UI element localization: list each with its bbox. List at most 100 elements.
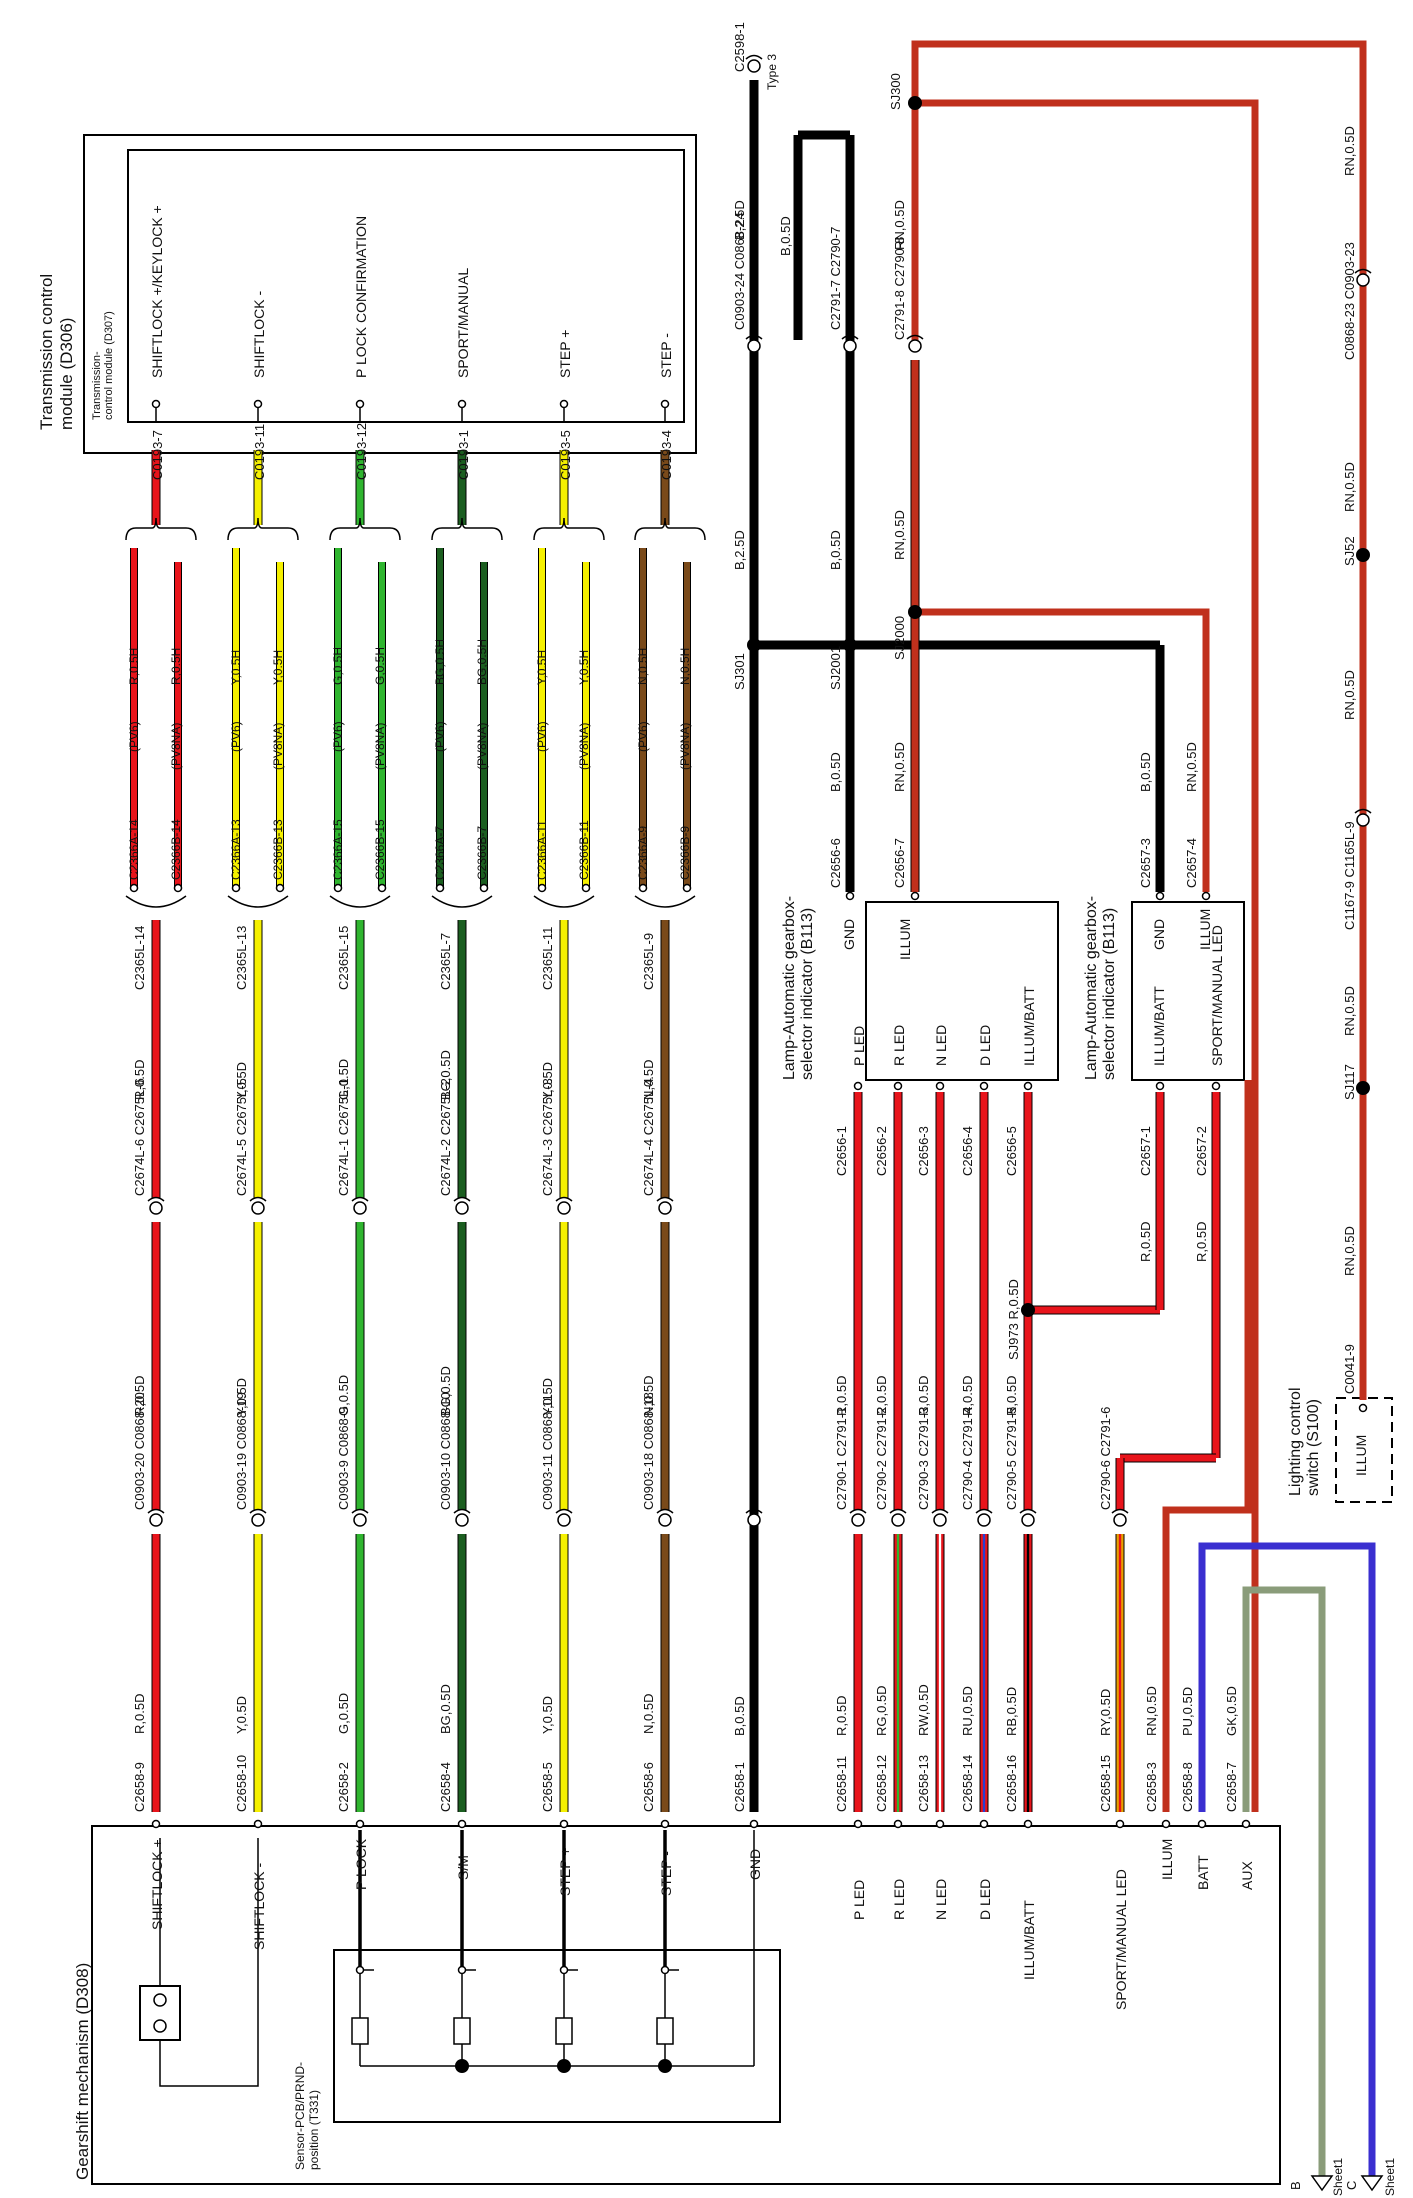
sj117-label: SJ117 [1342,1064,1357,1100]
signal-wire-1-merge [125,895,187,908]
solenoid-terminal [153,2019,167,2033]
signal-wire-6-merge [634,895,696,908]
signal-wire-1-c0903-label: C0903-20 C0868-20 [132,1392,147,1510]
gear-pin-label: BATT [1195,1855,1211,1890]
sj301-splice [747,638,761,652]
signal-wire-1-pv8-label: (PV8NA) [169,723,183,770]
signal-wire-6-c0903-label: C0903-18 C0868-18 [641,1392,656,1510]
lamp2-gnd-label: GND [1151,919,1167,950]
rn-trunk [911,40,1367,1400]
pin-terminal [1201,891,1211,901]
c2657-4-label: C2657-4 [1184,838,1199,888]
pin-terminal [333,883,343,893]
signal-wire-1-c2658-label: C2658-9 [132,1762,147,1812]
pin-terminal [1023,1819,1033,1829]
c2656-7-label: C2656-7 [892,838,907,888]
signal-wire-1-pv6-label: (PV6) [127,721,141,752]
signal-wire-3-c0903-label: C0903-9 C0868-9 [336,1407,351,1510]
led-wire-1-c2656-label: C2656-1 [834,1126,849,1176]
ground-inline-3 [843,339,857,353]
signal-wire-5-c2366b-label: C2366B-11 [577,820,591,880]
signal-wire-2-c0193-label: C0193-11 [252,424,267,480]
signal-wire-4-spec-1: BG,0.5D [438,1050,453,1100]
pin-terminal [275,883,285,893]
signal-wire-2-inline-1 [251,1201,265,1215]
sensor-title-2: position (T331) [307,2090,321,2170]
signal-wire-4-brace [431,517,503,541]
lighting-title-2: switch (S100) [1305,1399,1322,1496]
led-wire-5-c2658-label: C2658-16 [1004,1755,1019,1812]
c2657-2-label: C2657-2 [1194,1126,1209,1176]
c2657-1-label: C2657-1 [1138,1126,1153,1176]
tcm-pin-label: STEP + [557,330,573,378]
lamp1-pin-label: ILLUM/BATT [1021,986,1037,1066]
signal-wire-6-inline-2-hood [656,1508,674,1514]
ground-inline-3-hood [841,334,859,340]
sensor-pcb-box [333,1949,781,2123]
gnd-spec-7: B,0.5D [1138,752,1153,792]
signal-wire-5-spec-3: Y,0.5D [540,1696,555,1734]
led-wire-1-spec-1: R,0.5D [834,1376,849,1416]
signal-wire-3-merge [329,895,391,908]
signal-wire-3-brace [329,517,401,541]
signal-wire-5-spec-1: Y,0.5D [540,1062,555,1100]
gearshift-title: Gearshift mechanism (D308) [73,1963,92,2180]
pin-terminal [581,883,591,893]
signal-wire-4-inline-2-hood [453,1508,471,1514]
pin-terminal [1197,1819,1207,1829]
sheet-c-label: C [1344,2181,1359,2190]
signal-wire-5-merge [533,895,595,908]
signal-wire-5-c2658-label: C2658-5 [540,1762,555,1812]
lamp1-pin-label: R LED [891,1025,907,1066]
lamp2-illum-spec: R,0.5D [1138,1222,1153,1262]
pin-terminal [457,1819,467,1829]
signal-wire-6-c2365l-label: C2365L-9 [641,933,656,990]
gear-pin-label: R LED [891,1879,907,1920]
pin-terminal [893,1081,903,1091]
signal-wire-3-inline-2 [353,1513,367,1527]
signal-wire-2-pv8-label: (PV8NA) [271,723,285,770]
pin-terminal [1023,1081,1033,1091]
signal-wire-5-pv6-label: (PV6) [535,721,549,752]
signal-wire-2-c0903-label: C0903-19 C0868-19 [234,1392,249,1510]
signal-wire-4-spec-2: BG,0.5D [438,1366,453,1416]
signal-wire-6-spec-1: N,0.5D [641,1060,656,1100]
signal-wire-1-c2366a-label: C2366A-14 [127,819,141,880]
signal-wire-6-c2674-label: C2674L-4 C2675L-4 [641,1078,656,1196]
led-wire-2-inline [891,1513,905,1527]
tcm-module-outer [83,134,697,454]
pin-terminal [1155,891,1165,901]
pu-spec: PU,0.5D [1180,1687,1195,1736]
tcm-pin-label: P LOCK CONFIRMATION [353,216,369,378]
pin-terminal [853,1081,863,1091]
led-wire-4-inline-hood [975,1508,993,1514]
signal-wire-4-pv6-label: (PV6) [433,721,447,752]
led-wire-2-c2658-label: C2658-12 [874,1755,889,1812]
signal-wire-1-inline-2 [149,1513,163,1527]
pin-terminal [935,1819,945,1829]
sj973-splice [1021,1303,1035,1317]
pin-terminal [910,891,920,901]
sensor-node [457,1965,467,1975]
gear-pin-label: SHIFTLOCK + [149,1839,165,1930]
lamp1-box [865,901,1059,1081]
signal-wire-2-brace [227,517,299,541]
sj973-label: SJ973 R,0.5D [1006,1279,1021,1360]
signal-wire-1-spec-2: R,0.5D [132,1376,147,1416]
signal-wire-5-c0903-label: C0903-11 C0868-11 [540,1394,555,1510]
sheet-c-arrow-icon [1360,2175,1384,2192]
pin-terminal [853,1819,863,1829]
c0041-9-label: C0041-9 [1342,1344,1357,1394]
signal-wire-3-c0193-label: C0193-12 [354,423,369,480]
sj2000-splice [908,605,922,619]
rn-to-lamp2 [915,608,1210,892]
signal-wire-6-c2658-label: C2658-6 [641,1762,656,1812]
signal-wire-5-c2674-label: C2674L-3 C2675L-3 [540,1078,555,1196]
gnd-spec-1: B,2.5D [732,200,747,240]
sensor-node [559,1965,569,1975]
pin-terminal [355,1819,365,1829]
lamp1-pin-label: D LED [977,1025,993,1066]
ground-eyelet [747,59,761,73]
sj300-label: SJ300 [888,73,903,110]
rn-inline-c1167-9-hood [1354,808,1372,814]
